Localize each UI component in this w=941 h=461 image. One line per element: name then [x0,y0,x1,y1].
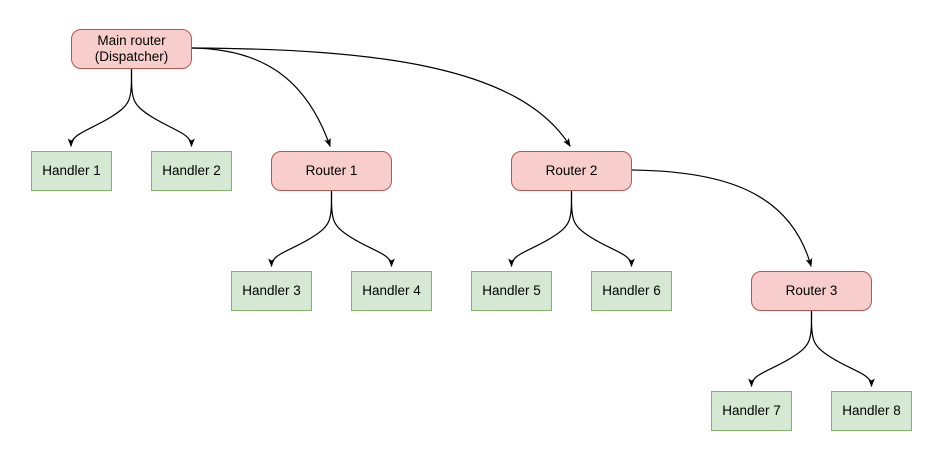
node-label-main-router: Main router (Dispatcher) [94,33,169,64]
node-label-router-2: Router 2 [545,163,598,178]
edge-router-2-to-handler-6 [570,190,635,267]
node-handler-1[interactable]: Handler 1 [31,151,112,191]
edge-group [67,47,875,387]
node-label-handler-4: Handler 4 [362,283,421,298]
node-router-1[interactable]: Router 1 [271,151,392,191]
node-handler-3[interactable]: Handler 3 [231,271,312,311]
node-handler-8[interactable]: Handler 8 [831,391,912,431]
node-main-router[interactable]: Main router (Dispatcher) [71,29,192,69]
node-label-router-3: Router 3 [785,283,838,298]
node-handler-4[interactable]: Handler 4 [351,271,432,311]
node-router-2[interactable]: Router 2 [511,151,632,191]
edge-main-to-handler-2 [130,68,195,147]
node-handler-2[interactable]: Handler 2 [151,151,232,191]
edge-main-to-router-2 [191,47,571,147]
edge-router-1-to-handler-3 [268,190,333,267]
edge-main-to-handler-1 [67,68,133,147]
edge-main-to-router-1 [191,47,331,147]
edge-router-2-to-router-3 [631,169,813,267]
node-label-handler-8: Handler 8 [842,403,901,418]
node-label-handler-7: Handler 7 [722,403,781,418]
node-label-handler-2: Handler 2 [162,163,221,178]
node-label-handler-6: Handler 6 [602,283,661,298]
edge-router-3-to-handler-8 [810,310,875,387]
node-label-handler-5: Handler 5 [482,283,541,298]
edge-router-1-to-handler-4 [330,190,395,267]
edge-router-2-to-handler-5 [508,190,573,267]
edge-router-3-to-handler-7 [748,310,813,387]
node-label-router-1: Router 1 [305,163,358,178]
node-handler-7[interactable]: Handler 7 [711,391,792,431]
node-handler-6[interactable]: Handler 6 [591,271,672,311]
node-label-handler-3: Handler 3 [242,283,301,298]
node-handler-5[interactable]: Handler 5 [471,271,552,311]
node-router-3[interactable]: Router 3 [751,271,872,311]
node-label-handler-1: Handler 1 [42,163,101,178]
